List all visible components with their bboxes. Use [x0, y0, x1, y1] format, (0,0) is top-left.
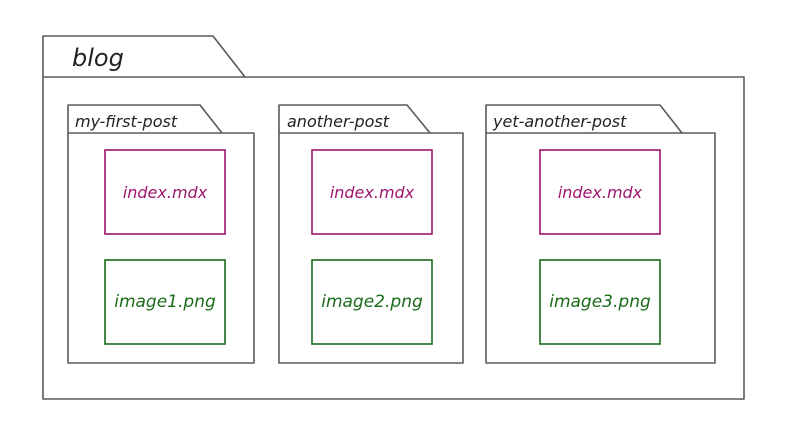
- file-label-png: image2.png: [321, 292, 423, 312]
- subfolder-my-first-post: my-first-post index.mdx image1.png: [67, 104, 255, 364]
- file-label-mdx: index.mdx: [558, 183, 643, 202]
- subfolder-outline: [485, 104, 716, 364]
- root-folder-label: blog: [72, 44, 124, 72]
- file-index-mdx: [539, 149, 661, 235]
- subfolder-yet-another-post: yet-another-post index.mdx image3.png: [485, 104, 716, 364]
- file-index-mdx: [104, 149, 226, 235]
- file-index-mdx: [311, 149, 433, 235]
- file-label-png: image3.png: [549, 292, 651, 312]
- file-label-mdx: index.mdx: [330, 183, 415, 202]
- file-label-mdx: index.mdx: [123, 183, 208, 202]
- root-folder-outline: [42, 35, 745, 400]
- file-image-png: [539, 259, 661, 345]
- subfolder-label: yet-another-post: [492, 112, 627, 131]
- file-image-png: [104, 259, 226, 345]
- subfolder-another-post: another-post index.mdx image2.png: [278, 104, 464, 364]
- subfolder-outline: [67, 104, 255, 364]
- file-label-png: image1.png: [114, 292, 216, 312]
- subfolder-label: my-first-post: [75, 112, 178, 131]
- file-image-png: [311, 259, 433, 345]
- subfolder-outline: [278, 104, 464, 364]
- root-folder-blog: blog: [42, 35, 745, 400]
- subfolder-label: another-post: [287, 112, 390, 131]
